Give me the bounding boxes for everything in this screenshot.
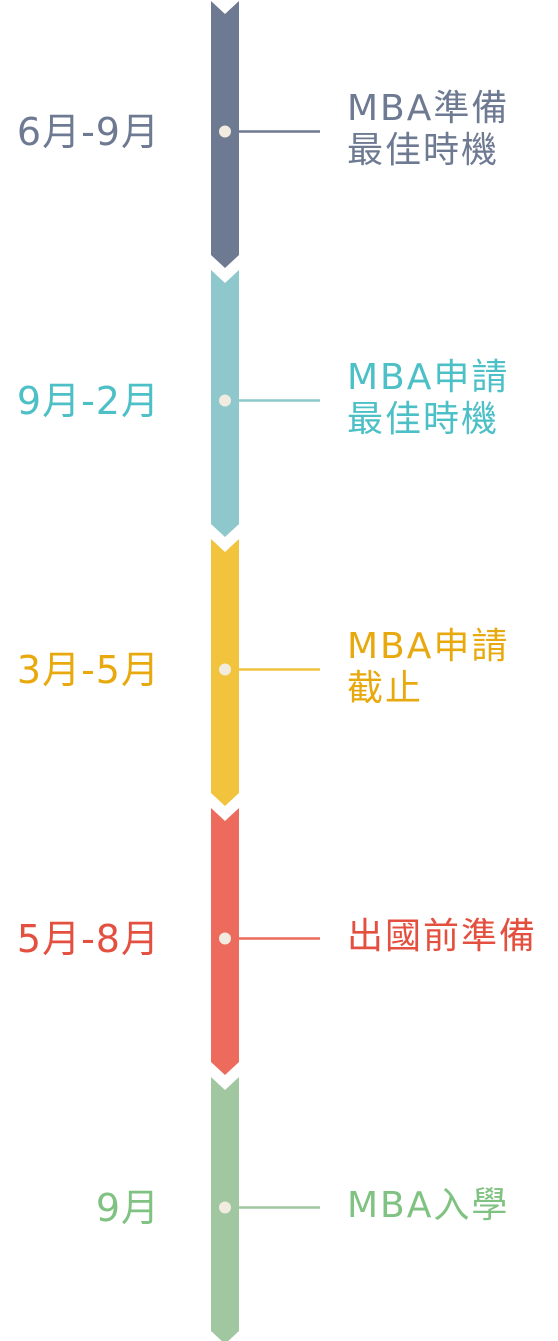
event-label: MBA入學 (347, 1185, 558, 1227)
period-label: 9月 (95, 1185, 160, 1230)
event-label-line: 截止 (347, 667, 424, 709)
timeline-dot (219, 663, 231, 676)
timeline-dot (219, 125, 231, 138)
event-label: MBA準備最佳時機 (347, 88, 558, 172)
period-label: 9月-2月 (16, 378, 160, 423)
event-label-line: MBA準備 (347, 87, 510, 129)
period-label: 6月-9月 (16, 109, 160, 154)
event-label-line: 出國前準備 (347, 915, 538, 957)
timeline-dot (219, 1201, 231, 1214)
event-label: MBA申請截止 (347, 626, 558, 710)
event-label-line: MBA申請 (347, 356, 510, 398)
period-label: 5月-8月 (16, 916, 160, 961)
event-label-line: MBA入學 (347, 1184, 510, 1226)
event-label-line: 最佳時機 (347, 398, 500, 440)
event-label: 出國前準備 (347, 916, 558, 958)
event-label-line: 最佳時機 (347, 129, 500, 171)
period-label: 3月-5月 (16, 647, 160, 692)
timeline-dot (219, 394, 231, 407)
timeline-dot (219, 932, 231, 945)
event-label-line: MBA申請 (347, 625, 510, 667)
event-label: MBA申請最佳時機 (347, 357, 558, 441)
